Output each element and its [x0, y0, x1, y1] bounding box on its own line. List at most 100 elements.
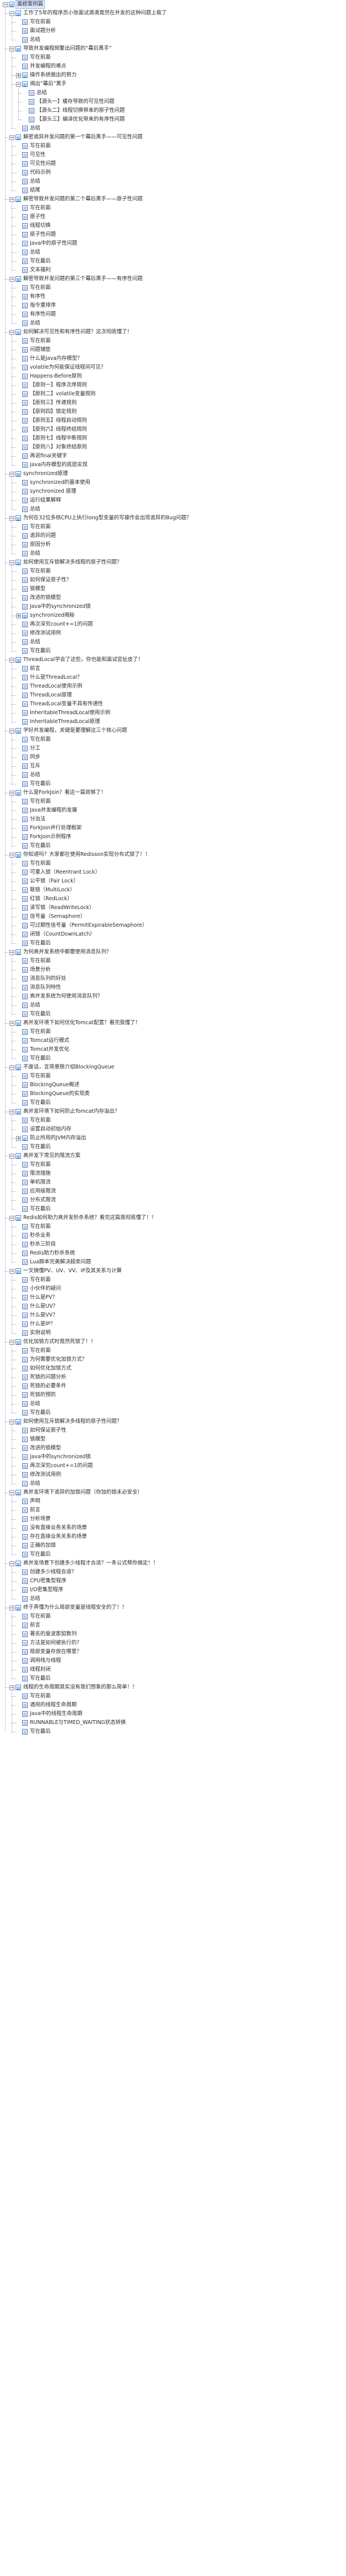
node-label[interactable]: 总结	[30, 1002, 40, 1008]
tree-leaf-row[interactable]: 限流措施	[0, 1169, 346, 1178]
tree-leaf-row[interactable]: 【源头一】缓存导致的可见性问题	[0, 97, 346, 106]
tree-leaf-row[interactable]: 写在前面	[0, 1692, 346, 1701]
tree-leaf-row[interactable]: 方法是如何被执行的？	[0, 1639, 346, 1648]
node-label[interactable]: 前言	[30, 1507, 40, 1513]
node-label[interactable]: 高并发环境下诡异的加锁问题（你加的锁未必安全）	[23, 1489, 143, 1495]
tree-node-row[interactable]: −Redis如何助力高并发秒杀系统？看完这篇我彻底懂了！！	[0, 1214, 346, 1222]
tree-node-row[interactable]: −导致并发编程频繁出问题的“幕后黑手”	[0, 44, 346, 53]
tree-leaf-row[interactable]: volatile为何能保证线程间可见？	[0, 363, 346, 372]
tree-leaf-row[interactable]: 如何优化加锁方式	[0, 1364, 346, 1373]
node-label[interactable]: 写在最后	[30, 1055, 51, 1061]
node-label[interactable]: 什么是PV？	[30, 1294, 58, 1300]
tree-leaf-row[interactable]: 写在前面	[0, 18, 346, 27]
node-label[interactable]: 分布式限流	[30, 1197, 56, 1203]
tree-leaf-row[interactable]: 写在前面	[0, 1028, 346, 1036]
collapse-toggle-icon[interactable]: −	[9, 1154, 14, 1159]
tree-leaf-row[interactable]: ThreadLocal原理	[0, 691, 346, 700]
tree-leaf-row[interactable]: ThreadLocal变量不具有传递性	[0, 700, 346, 709]
node-label[interactable]: 原子性	[30, 214, 46, 220]
tree-leaf-row[interactable]: 分布式限流	[0, 1196, 346, 1205]
tree-leaf-row[interactable]: synchronized 原理	[0, 487, 346, 496]
node-label[interactable]: ForkJoin并行处理框架	[30, 825, 82, 831]
node-label[interactable]: ThreadLocal使用示例	[30, 683, 82, 689]
tree-leaf-row[interactable]: 如何保证原子性	[0, 1426, 346, 1435]
node-label[interactable]: 问题铺垫	[30, 347, 51, 353]
node-label[interactable]: 高并发场景下创建多少线程才合适？一条公式帮你搞定！！	[23, 1560, 158, 1566]
collapse-toggle-icon[interactable]: −	[9, 853, 14, 858]
node-label[interactable]: synchronized 原理	[30, 488, 76, 494]
tree-leaf-row[interactable]: 为何需要优化加锁方式？	[0, 1355, 346, 1364]
tree-leaf-row[interactable]: 有序性问题	[0, 310, 346, 319]
node-label[interactable]: 著名的斐波那契数列	[30, 1631, 77, 1637]
node-label[interactable]: 可过期性信号量（PermitExpirableSemaphore）	[30, 922, 148, 928]
tree-leaf-row[interactable]: 通用的线程生命周期	[0, 1701, 346, 1710]
node-label[interactable]: 总结	[30, 249, 40, 255]
tree-leaf-row[interactable]: 线程切换	[0, 221, 346, 230]
node-label[interactable]: 写在最后	[30, 1206, 51, 1212]
node-label[interactable]: 场景分析	[30, 967, 51, 973]
node-label[interactable]: 存在直接业务关系的场景	[30, 1534, 87, 1540]
node-label[interactable]: 不废话，言简意赅介绍BlockingQueue	[23, 1064, 115, 1070]
collapse-toggle-icon[interactable]: −	[9, 277, 14, 282]
collapse-toggle-icon[interactable]: −	[9, 1109, 14, 1115]
node-label[interactable]: 诡异的问题	[30, 533, 56, 539]
node-label[interactable]: 可见性问题	[30, 161, 56, 167]
node-label[interactable]: BlockingQueue的实现类	[30, 1091, 90, 1097]
node-label[interactable]: 操作系统做出的努力	[30, 72, 77, 78]
collapse-toggle-icon[interactable]: −	[9, 1419, 14, 1425]
node-label[interactable]: RUNNABLE与TIMED_WAITING状态转换	[30, 1720, 126, 1726]
tree-leaf-row[interactable]: 写在前面	[0, 1346, 346, 1355]
node-label[interactable]: 同步	[30, 754, 40, 760]
collapse-toggle-icon[interactable]: −	[9, 1269, 14, 1274]
tree-leaf-row[interactable]: 写在前面	[0, 859, 346, 868]
node-label[interactable]: Java中的原子性问题	[30, 240, 78, 246]
tree-node-row[interactable]: +操作系统做出的努力	[0, 71, 346, 80]
tree-leaf-row[interactable]: 互斥	[0, 762, 346, 771]
tree-node-row[interactable]: −高并发下常见的限流方案	[0, 1152, 346, 1160]
tree-leaf-row[interactable]: 同步	[0, 753, 346, 762]
tree-leaf-row[interactable]: 【原则六】线程终结规则	[0, 425, 346, 434]
tree-leaf-row[interactable]: 【源头三】编译优化带来的有序性问题	[0, 115, 346, 124]
tree-leaf-row[interactable]: 锁模型	[0, 585, 346, 593]
node-label[interactable]: 写在前面	[30, 958, 51, 964]
node-label[interactable]: 写在前面	[30, 1277, 51, 1283]
tree-leaf-row[interactable]: 锁模型	[0, 1435, 346, 1444]
tree-leaf-row[interactable]: 代码示例	[0, 168, 346, 177]
node-label[interactable]: 应用级限流	[30, 1188, 56, 1194]
node-label[interactable]: 运行结果解释	[30, 497, 61, 503]
node-label[interactable]: 局部变量存放在哪里？	[30, 1649, 82, 1655]
node-label[interactable]: 实例说明	[30, 1330, 51, 1336]
tree-leaf-row[interactable]: 总结	[0, 505, 346, 514]
tree-leaf-row[interactable]: 线程封闭	[0, 1665, 346, 1674]
node-label[interactable]: 写在前面	[30, 285, 51, 291]
tree-leaf-row[interactable]: 【原则二】volatile变量规则	[0, 390, 346, 399]
tree-node-row[interactable]: + 防止所用的JVM内存溢出	[0, 1134, 346, 1143]
node-label[interactable]: 优化加锁方式时竟然死锁了！！	[23, 1339, 96, 1345]
tree-leaf-row[interactable]: 可见性问题	[0, 159, 346, 168]
tree-leaf-row[interactable]: 总结	[0, 89, 346, 97]
node-label[interactable]: ForkJoin示例程序	[30, 834, 71, 840]
tree-leaf-row[interactable]: 运行结果解释	[0, 496, 346, 505]
node-label[interactable]: 线程封闭	[30, 1666, 51, 1672]
tree-leaf-row[interactable]: 分析场景	[0, 1515, 346, 1524]
node-label[interactable]: 死锁的必要条件	[30, 1383, 66, 1389]
node-label[interactable]: 防止所用的JVM内存溢出	[30, 1135, 86, 1141]
node-label[interactable]: 有序性	[30, 293, 46, 300]
tree-leaf-row[interactable]: 【源头二】线程切换带来的原子性问题	[0, 106, 346, 115]
tree-leaf-row[interactable]: 写在最后	[0, 939, 346, 948]
node-label[interactable]: 调用栈与线程	[30, 1658, 61, 1664]
node-label[interactable]: 前言	[30, 665, 40, 672]
node-label[interactable]: 正确的加锁	[30, 1542, 56, 1548]
node-label[interactable]: 闭锁（CountDownLatch）	[30, 931, 95, 937]
tree-leaf-row[interactable]: 消息队列的好处	[0, 974, 346, 983]
node-label[interactable]: ThreadLocal原理	[30, 692, 72, 698]
node-label[interactable]: ThreadLocal学会了这些，你也能和面试官扯皮了！	[23, 657, 143, 663]
tree-node-row[interactable]: −线程的生命周期其实没有我们想象的那么简单！！	[0, 1683, 346, 1692]
tree-node-row[interactable]: −高并发环境下诡异的加锁问题（你加的锁未必安全）	[0, 1488, 346, 1497]
tree-leaf-row[interactable]: Redis助力秒杀系统	[0, 1249, 346, 1258]
tree-node-row[interactable]: −学好并发编程，关键是要理解这三个核心问题	[0, 726, 346, 735]
node-label[interactable]: 面试题分析	[30, 28, 56, 34]
expand-toggle-icon[interactable]: +	[16, 1136, 21, 1142]
collapse-toggle-icon[interactable]: −	[9, 516, 14, 522]
collapse-toggle-icon[interactable]: −	[9, 1065, 14, 1071]
